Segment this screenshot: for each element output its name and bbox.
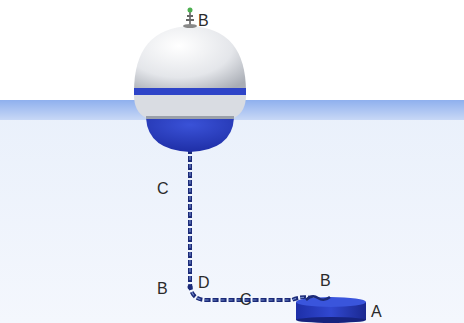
part-label: B — [320, 272, 331, 290]
part-label: D — [198, 274, 210, 292]
part-label: B — [157, 280, 168, 298]
part-label: A — [371, 303, 382, 321]
part-label: C — [157, 180, 169, 198]
part-label: C — [240, 291, 252, 309]
part-label: B — [198, 12, 209, 30]
